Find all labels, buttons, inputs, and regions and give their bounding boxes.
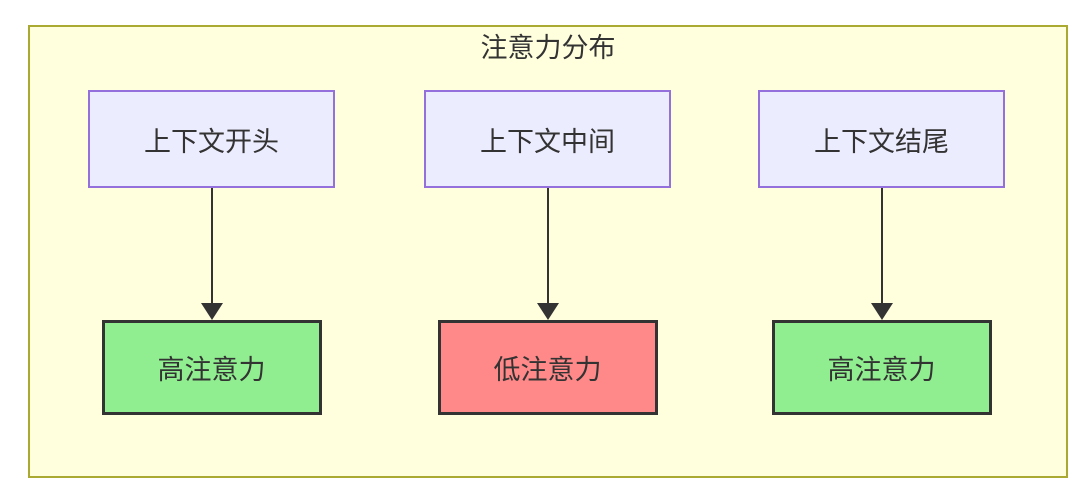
node-context-beginning: 上下文开头 bbox=[88, 90, 335, 188]
arrow-line bbox=[880, 188, 883, 303]
arrow-head-icon bbox=[536, 303, 559, 320]
attention-distribution-diagram: 注意力分布 上下文开头 高注意力 上下文中间 低注意力 上下文结尾 高注意力 bbox=[28, 25, 1068, 478]
flow-column-middle: 上下文中间 低注意力 bbox=[424, 90, 671, 415]
arrow-down bbox=[536, 188, 559, 320]
arrow-line bbox=[210, 188, 213, 303]
flow-column-start: 上下文开头 高注意力 bbox=[88, 90, 335, 415]
arrow-head-icon bbox=[870, 303, 893, 320]
node-attention-low: 低注意力 bbox=[437, 320, 658, 415]
node-attention-high-left: 高注意力 bbox=[101, 320, 322, 415]
arrow-head-icon bbox=[200, 303, 223, 320]
node-attention-high-right: 高注意力 bbox=[771, 320, 992, 415]
node-context-middle: 上下文中间 bbox=[424, 90, 671, 188]
arrow-line bbox=[546, 188, 549, 303]
node-context-end: 上下文结尾 bbox=[758, 90, 1005, 188]
arrow-down bbox=[870, 188, 893, 320]
diagram-title: 注意力分布 bbox=[480, 33, 616, 63]
arrow-down bbox=[200, 188, 223, 320]
flow-column-end: 上下文结尾 高注意力 bbox=[758, 90, 1005, 415]
